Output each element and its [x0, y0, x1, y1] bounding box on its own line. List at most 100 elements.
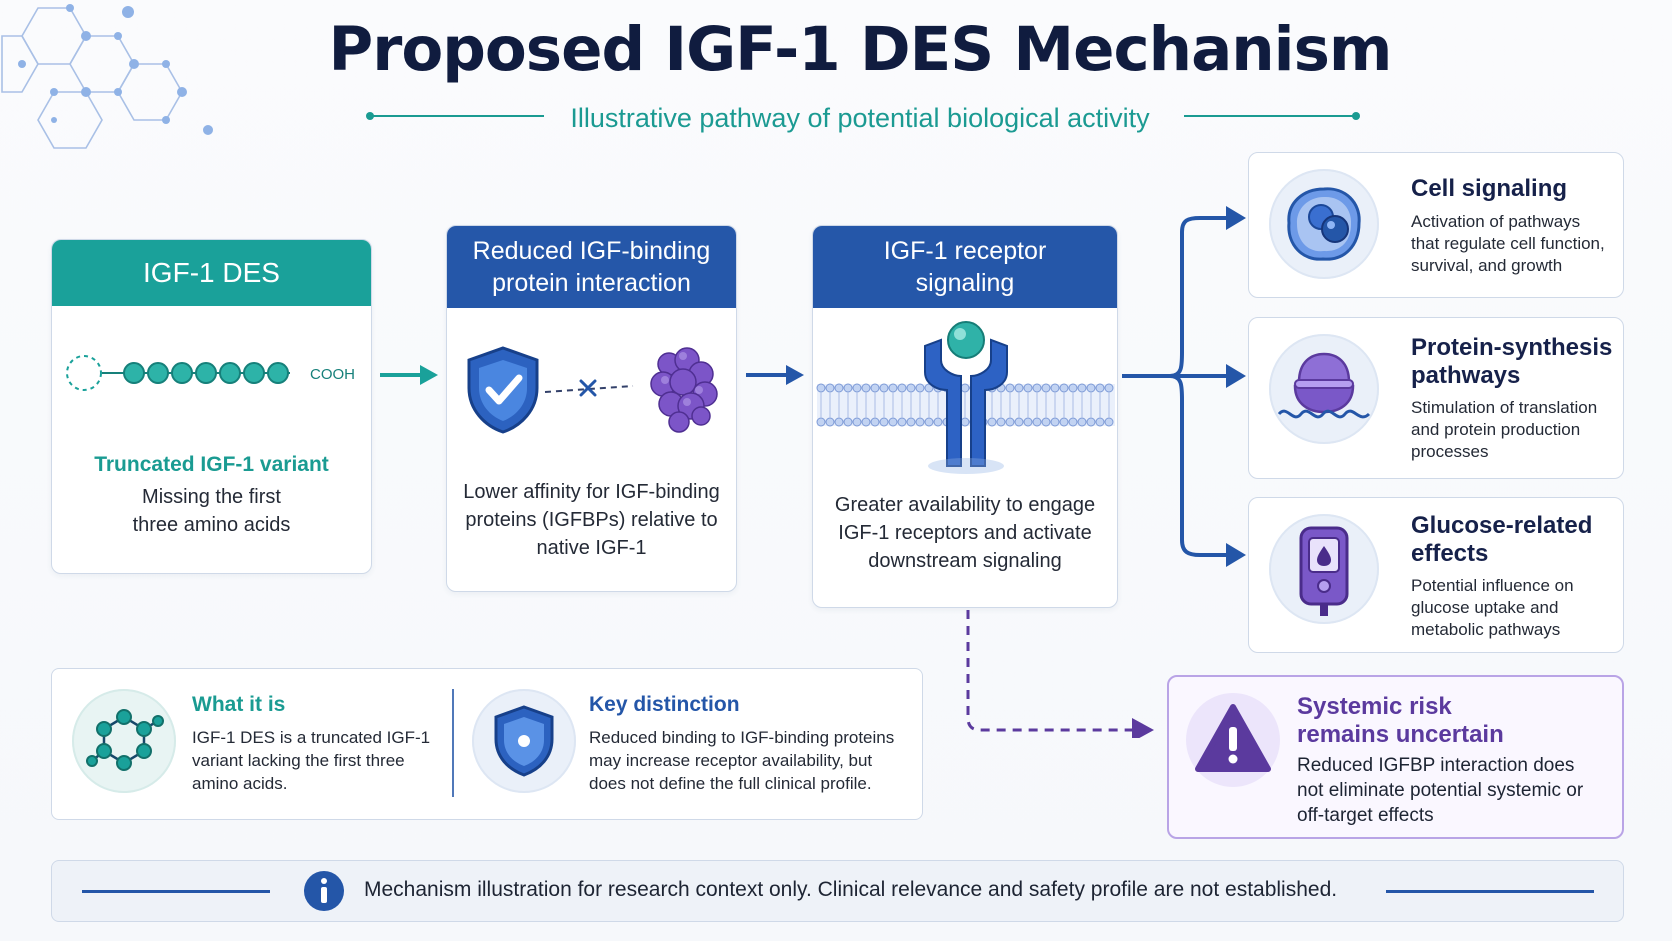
outcome-glucose-title-2: effects: [1411, 540, 1489, 567]
lipid-head: [996, 417, 1006, 427]
key-distinction-title: Key distinction: [589, 693, 740, 716]
step-receptor-signaling-text-2: IGF-1 receptors and activate: [838, 522, 1092, 544]
key-distinction-text-2: may increase receptor availability, but: [589, 751, 873, 770]
igfbp-protein-icon: [650, 347, 718, 433]
molecule-icon-circle: [72, 689, 176, 793]
step-binding-protein-header: Reduced IGF-binding protein interaction: [447, 226, 736, 308]
hexagon-molecule-decoration: [1, 4, 213, 149]
step-receptor-signaling-card: IGF-1 receptor signaling Greater availab…: [812, 225, 1118, 608]
step-binding-protein-text-3: native IGF-1: [536, 537, 647, 559]
lipid-head: [1050, 417, 1060, 427]
glucose-meter-icon: [1299, 526, 1349, 616]
shield-icon: [494, 705, 554, 777]
outcome-cell-signaling-text-1: Activation of pathways: [1411, 212, 1581, 231]
outcome-protein-synthesis-text: Stimulation of translation and protein p…: [1411, 397, 1621, 463]
outcome-glucose-title: Glucose-related effects: [1411, 512, 1592, 568]
lipid-head: [861, 417, 871, 427]
outcome-cell-signaling-card: Cell signaling Activation of pathways th…: [1248, 152, 1624, 298]
step-binding-protein-text-2: proteins (IGFBPs) relative to: [465, 509, 718, 531]
lipid-head: [1077, 417, 1087, 427]
step-receptor-signaling-header: IGF-1 receptor signaling: [813, 226, 1117, 308]
key-distinction-text-1: Reduced binding to IGF-binding proteins: [589, 728, 895, 747]
page-title: Proposed IGF-1 DES Mechanism: [328, 14, 1393, 85]
lipid-head: [897, 383, 907, 393]
step-binding-protein-body: Lower affinity for IGF-binding proteins …: [447, 478, 736, 562]
lipid-head: [825, 417, 835, 427]
lipid-head: [906, 383, 916, 393]
subtitle-divider-left: [366, 112, 544, 120]
lipid-head: [870, 383, 880, 393]
lipid-head: [1095, 417, 1105, 427]
what-it-is-title: What it is: [192, 693, 286, 716]
lipid-head: [1104, 383, 1114, 393]
key-distinction-text-3: does not define the full clinical profil…: [589, 774, 872, 793]
lipid-head: [924, 417, 934, 427]
outcome-cell-signaling-text-2: that regulate cell function,: [1411, 234, 1605, 253]
systemic-risk-title-1: Systemic risk: [1297, 693, 1452, 720]
lipid-head: [1059, 417, 1069, 427]
lipid-head: [1095, 383, 1105, 393]
outcome-glucose-text-3: metabolic pathways: [1411, 620, 1561, 639]
step-igf1-des-card: IGF-1 DES COOH Truncated IGF-1 variant M…: [51, 239, 372, 574]
outcome-protein-synthesis-title-1: Protein-synthesis: [1411, 334, 1613, 361]
lipid-head: [1023, 417, 1033, 427]
warning-icon-circle: [1186, 693, 1280, 787]
shield-check-icon: [467, 346, 539, 434]
step-igf1-des-body: Truncated IGF-1 variant Missing the firs…: [52, 451, 371, 539]
footer-line-right: [1386, 890, 1594, 893]
lipid-head: [852, 383, 862, 393]
glucose-meter-icon-circle: [1269, 514, 1379, 624]
outcome-protein-synthesis-card: Protein-synthesis pathways Stimulation o…: [1248, 317, 1624, 479]
lipid-head: [1059, 383, 1069, 393]
ribosome-icon-circle: [1269, 334, 1379, 444]
lipid-head: [897, 417, 907, 427]
systemic-risk-text-3: off-target effects: [1297, 805, 1434, 826]
outcome-cell-signaling-title: Cell signaling: [1411, 175, 1568, 202]
systemic-risk-title-2: remains uncertain: [1297, 721, 1504, 748]
outcome-cell-signaling-text: Activation of pathways that regulate cel…: [1411, 211, 1621, 277]
outcome-cell-signaling-text-3: survival, and growth: [1411, 256, 1563, 275]
lipid-head: [834, 417, 844, 427]
lipid-head: [933, 417, 943, 427]
lipid-head: [1032, 417, 1042, 427]
cooh-label: COOH: [310, 366, 355, 383]
lipid-head: [1005, 417, 1015, 427]
step-igf1-des-title: IGF-1 DES: [143, 257, 280, 288]
lipid-head: [1005, 383, 1015, 393]
lipid-head: [1050, 383, 1060, 393]
cell-icon: [1287, 187, 1361, 261]
peptide-chain-icon: COOH: [66, 355, 355, 391]
lipid-head: [906, 417, 916, 427]
systemic-risk-card: Systemic risk remains uncertain Reduced …: [1167, 675, 1624, 839]
outcome-protein-synthesis-text-1: Stimulation of translation: [1411, 398, 1598, 417]
footer-line-left: [82, 890, 270, 893]
step-receptor-signaling-title-2: signaling: [915, 269, 1015, 297]
lipid-head: [1077, 383, 1087, 393]
step-receptor-signaling-text-1: Greater availability to engage: [834, 494, 1096, 516]
arrow-step2-to-step3: [746, 365, 804, 385]
outcome-glucose-text-1: Potential influence on: [1411, 576, 1574, 595]
lipid-head: [1086, 383, 1096, 393]
lipid-head: [960, 383, 970, 393]
lipid-head: [816, 417, 826, 427]
lipid-head: [834, 383, 844, 393]
membrane-receptor-icon: [816, 321, 1115, 474]
lipid-head: [915, 417, 925, 427]
lipid-head: [1014, 383, 1024, 393]
lipid-head: [987, 417, 997, 427]
footer-banner: Mechanism illustration for research cont…: [51, 860, 1624, 922]
membrane-lipids: [816, 383, 1114, 427]
step-binding-protein-title-2: protein interaction: [492, 269, 691, 297]
lipid-head: [870, 417, 880, 427]
outcome-glucose-card: Glucose-related effects Potential influe…: [1248, 497, 1624, 653]
outcome-glucose-title-1: Glucose-related: [1411, 512, 1593, 539]
shield-icon-circle: [472, 689, 576, 793]
lipid-head: [861, 383, 871, 393]
cell-icon-circle: [1269, 169, 1379, 279]
lipid-head: [825, 383, 835, 393]
step-igf1-des-text-2: three amino acids: [132, 514, 291, 536]
arrow-step1-to-step2: [380, 365, 438, 385]
lipid-head: [843, 417, 853, 427]
info-divider: [452, 689, 454, 797]
lipid-head: [888, 417, 898, 427]
